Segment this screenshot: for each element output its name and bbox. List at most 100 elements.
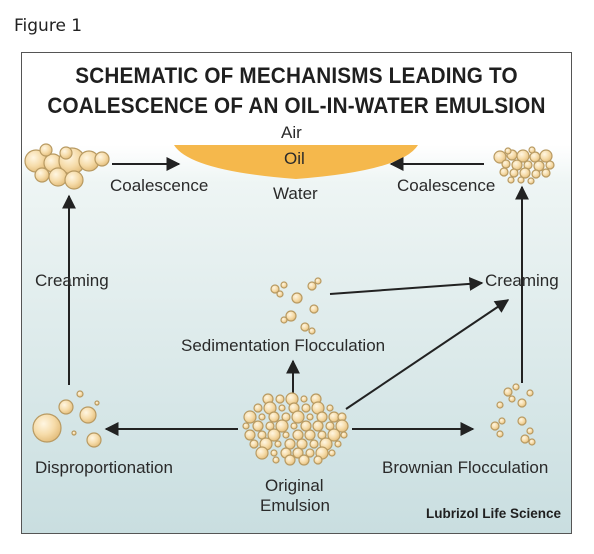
oil-layer (174, 145, 418, 179)
droplet (328, 449, 336, 457)
droplet (545, 160, 555, 170)
droplet (503, 387, 513, 397)
droplet (252, 420, 264, 432)
droplet (272, 456, 280, 464)
droplet (527, 177, 535, 185)
diagram-title-line-1: SCHEMATIC OF MECHANISMS LEADING TO (75, 63, 518, 88)
droplet (282, 431, 290, 439)
droplet (531, 169, 541, 179)
droplet (526, 427, 534, 435)
droplet (64, 170, 84, 190)
droplet (499, 167, 509, 177)
droplet (512, 383, 520, 391)
droplet (300, 420, 312, 432)
droplet (292, 429, 304, 441)
droplet (340, 431, 348, 439)
droplet (312, 420, 324, 432)
droplet (516, 149, 530, 163)
droplet (275, 394, 285, 404)
droplet (275, 419, 289, 433)
droplet (243, 410, 257, 424)
droplet (509, 168, 519, 178)
brownian-flocculation-label: Brownian Flocculation (382, 458, 549, 477)
droplet (291, 410, 305, 424)
droplets-brownian (490, 383, 536, 446)
droplet (517, 398, 527, 408)
droplets-disproportionation (32, 390, 102, 448)
droplet (305, 448, 315, 458)
droplet (284, 438, 296, 450)
droplet (528, 438, 536, 446)
arrow-sed-to-creaming (329, 276, 484, 295)
droplet (528, 146, 536, 154)
droplet (493, 150, 507, 164)
droplet (496, 430, 504, 438)
droplet (519, 167, 531, 179)
droplets-coalescence-right (493, 146, 555, 185)
droplet (280, 281, 288, 289)
droplet (79, 406, 97, 424)
droplet (94, 151, 110, 167)
droplet (274, 440, 282, 448)
air-label: Air (281, 123, 302, 142)
droplet (34, 167, 50, 183)
droplet (291, 292, 303, 304)
droplet (308, 327, 316, 335)
droplet (249, 439, 259, 449)
droplet (541, 168, 551, 178)
droplet (292, 447, 304, 459)
water-label: Water (273, 184, 318, 203)
droplet (255, 446, 269, 460)
droplet (258, 413, 266, 421)
droplet (58, 399, 74, 415)
original-emulsion-label-line-2: Emulsion (260, 496, 330, 515)
droplet (86, 432, 102, 448)
droplet (284, 454, 296, 466)
droplet (326, 404, 334, 412)
droplet (285, 310, 297, 322)
droplet (300, 395, 308, 403)
droplet (276, 290, 284, 298)
arrow-emulsion-to-creaming (345, 299, 510, 410)
droplet (490, 421, 500, 431)
droplet (253, 403, 263, 413)
droplets-original-emulsion (242, 392, 349, 466)
oil-label: Oil (284, 149, 305, 168)
creaming-left-label: Creaming (35, 271, 109, 290)
droplet (314, 277, 322, 285)
droplet (517, 416, 527, 426)
droplet (32, 413, 62, 443)
droplet (306, 413, 314, 421)
droplet (334, 440, 342, 448)
droplet (316, 411, 328, 423)
droplet (300, 322, 310, 332)
coalescence-right-label: Coalescence (397, 176, 496, 195)
droplet (71, 430, 77, 436)
droplet (290, 422, 298, 430)
droplet (270, 284, 280, 294)
droplet (39, 143, 53, 157)
droplet (304, 429, 316, 441)
droplet (242, 422, 250, 430)
droplet (76, 390, 84, 398)
droplet (501, 159, 511, 169)
droplet (244, 429, 256, 441)
droplet (496, 401, 504, 409)
droplets-coalescence-left (24, 143, 110, 190)
droplet (267, 428, 281, 442)
droplet (270, 449, 278, 457)
droplet (335, 419, 349, 433)
droplet (296, 438, 308, 450)
droplet (268, 411, 280, 423)
droplet (298, 454, 310, 466)
disproportionation-label: Disproportionation (35, 458, 173, 477)
diagram-panel: SCHEMATIC OF MECHANISMS LEADING TO COALE… (21, 52, 572, 534)
droplet (539, 149, 553, 163)
droplet (309, 304, 319, 314)
credit-label: Lubrizol Life Science (425, 506, 561, 521)
droplet (508, 395, 516, 403)
droplet (313, 455, 323, 465)
droplet (307, 281, 317, 291)
mechanism-diagram (24, 143, 555, 466)
droplet (507, 176, 515, 184)
